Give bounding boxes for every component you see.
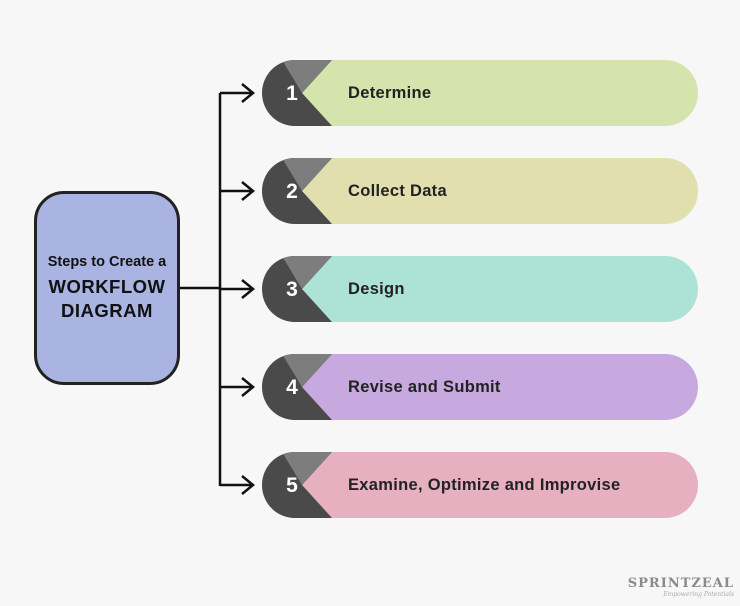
arrow-head-icon <box>241 83 255 103</box>
arrow-head-icon <box>241 279 255 299</box>
step-number-shape <box>262 452 332 518</box>
step-label: Revise and Submit <box>348 378 501 396</box>
main-title-line1: Steps to Create a <box>47 253 167 270</box>
step-label: Examine, Optimize and Improvise <box>348 476 621 494</box>
step-number: 4 <box>286 376 298 399</box>
main-title-box: Steps to Create a WORKFLOW DIAGRAM <box>34 191 180 385</box>
step-number: 2 <box>286 180 298 203</box>
step-2: 2 Collect Data <box>262 158 698 224</box>
arrow-head-icon <box>241 181 255 201</box>
step-number: 1 <box>286 82 298 105</box>
step-number-shape <box>262 354 332 420</box>
step-label: Determine <box>348 84 432 102</box>
step-number-shape <box>262 60 332 126</box>
sprintzeal-logo: SPRINTZEAL Empowering Potentials <box>628 576 734 598</box>
step-label: Design <box>348 280 405 298</box>
step-number: 3 <box>286 278 298 301</box>
main-title-line3: DIAGRAM <box>61 299 153 321</box>
step-4: 4 Revise and Submit <box>262 354 698 420</box>
step-label: Collect Data <box>348 182 447 200</box>
step-number-shape <box>262 158 332 224</box>
arrow-head-icon <box>241 475 255 495</box>
step-5: 5 Examine, Optimize and Improvise <box>262 452 698 518</box>
step-number: 5 <box>286 474 298 497</box>
arrow-head-icon <box>241 377 255 397</box>
logo-tagline: Empowering Potentials <box>663 591 734 598</box>
step-number-shape <box>262 256 332 322</box>
step-1: 1 Determine <box>262 60 698 126</box>
logo-name: SPRINTZEAL <box>627 576 734 591</box>
main-title-line2: WORKFLOW <box>48 275 166 297</box>
step-3: 3 Design <box>262 256 698 322</box>
